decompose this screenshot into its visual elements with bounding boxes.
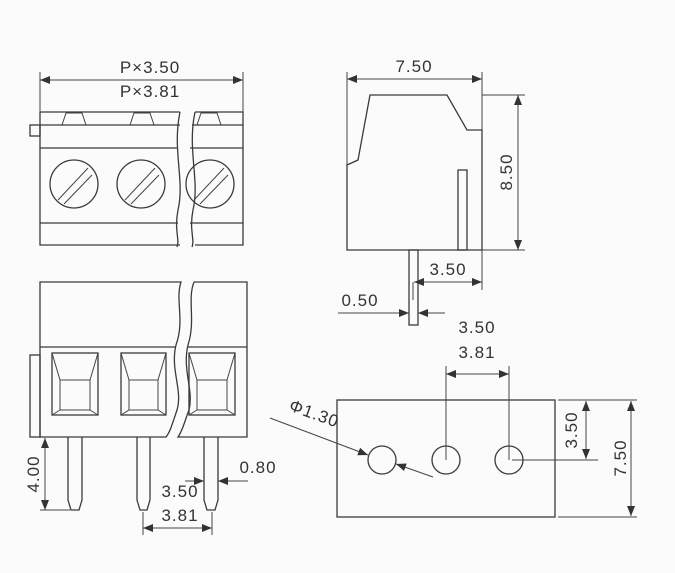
pcb-footprint: 3.50 3.81 3.50 7.50 Φ1.30 (269, 318, 637, 518)
hole-pitch-350: 3.50 (458, 318, 495, 337)
pin-offset-label: 3.50 (429, 260, 466, 279)
front-pitch-350: 3.50 (161, 482, 198, 501)
pitch-label-381: P×3.81 (120, 82, 180, 101)
hole-offset-label: 3.50 (562, 411, 581, 448)
pin-thickness-label: 0.50 (341, 291, 378, 310)
pin-length-label: 4.00 (24, 455, 43, 492)
hole-diameter-label: Φ1.30 (287, 396, 342, 432)
height-label: 8.50 (497, 153, 516, 190)
pitch-label-350: P×3.50 (120, 58, 180, 77)
screw-icon (49, 159, 235, 209)
front-pitch-381: 3.81 (161, 506, 198, 525)
pins (67, 437, 219, 511)
depth-label: 7.50 (611, 439, 630, 476)
width-label: 7.50 (395, 57, 432, 76)
pin-width-label: 0.80 (239, 458, 276, 477)
front-view: 4.00 3.50 3.81 0.80 (24, 281, 276, 535)
top-view: P×3.50 P×3.81 (29, 58, 244, 248)
hole-pitch-381: 3.81 (458, 343, 495, 362)
side-view: 7.50 8.50 3.50 0.50 (338, 57, 525, 326)
wire-entry-icon (51, 352, 236, 416)
